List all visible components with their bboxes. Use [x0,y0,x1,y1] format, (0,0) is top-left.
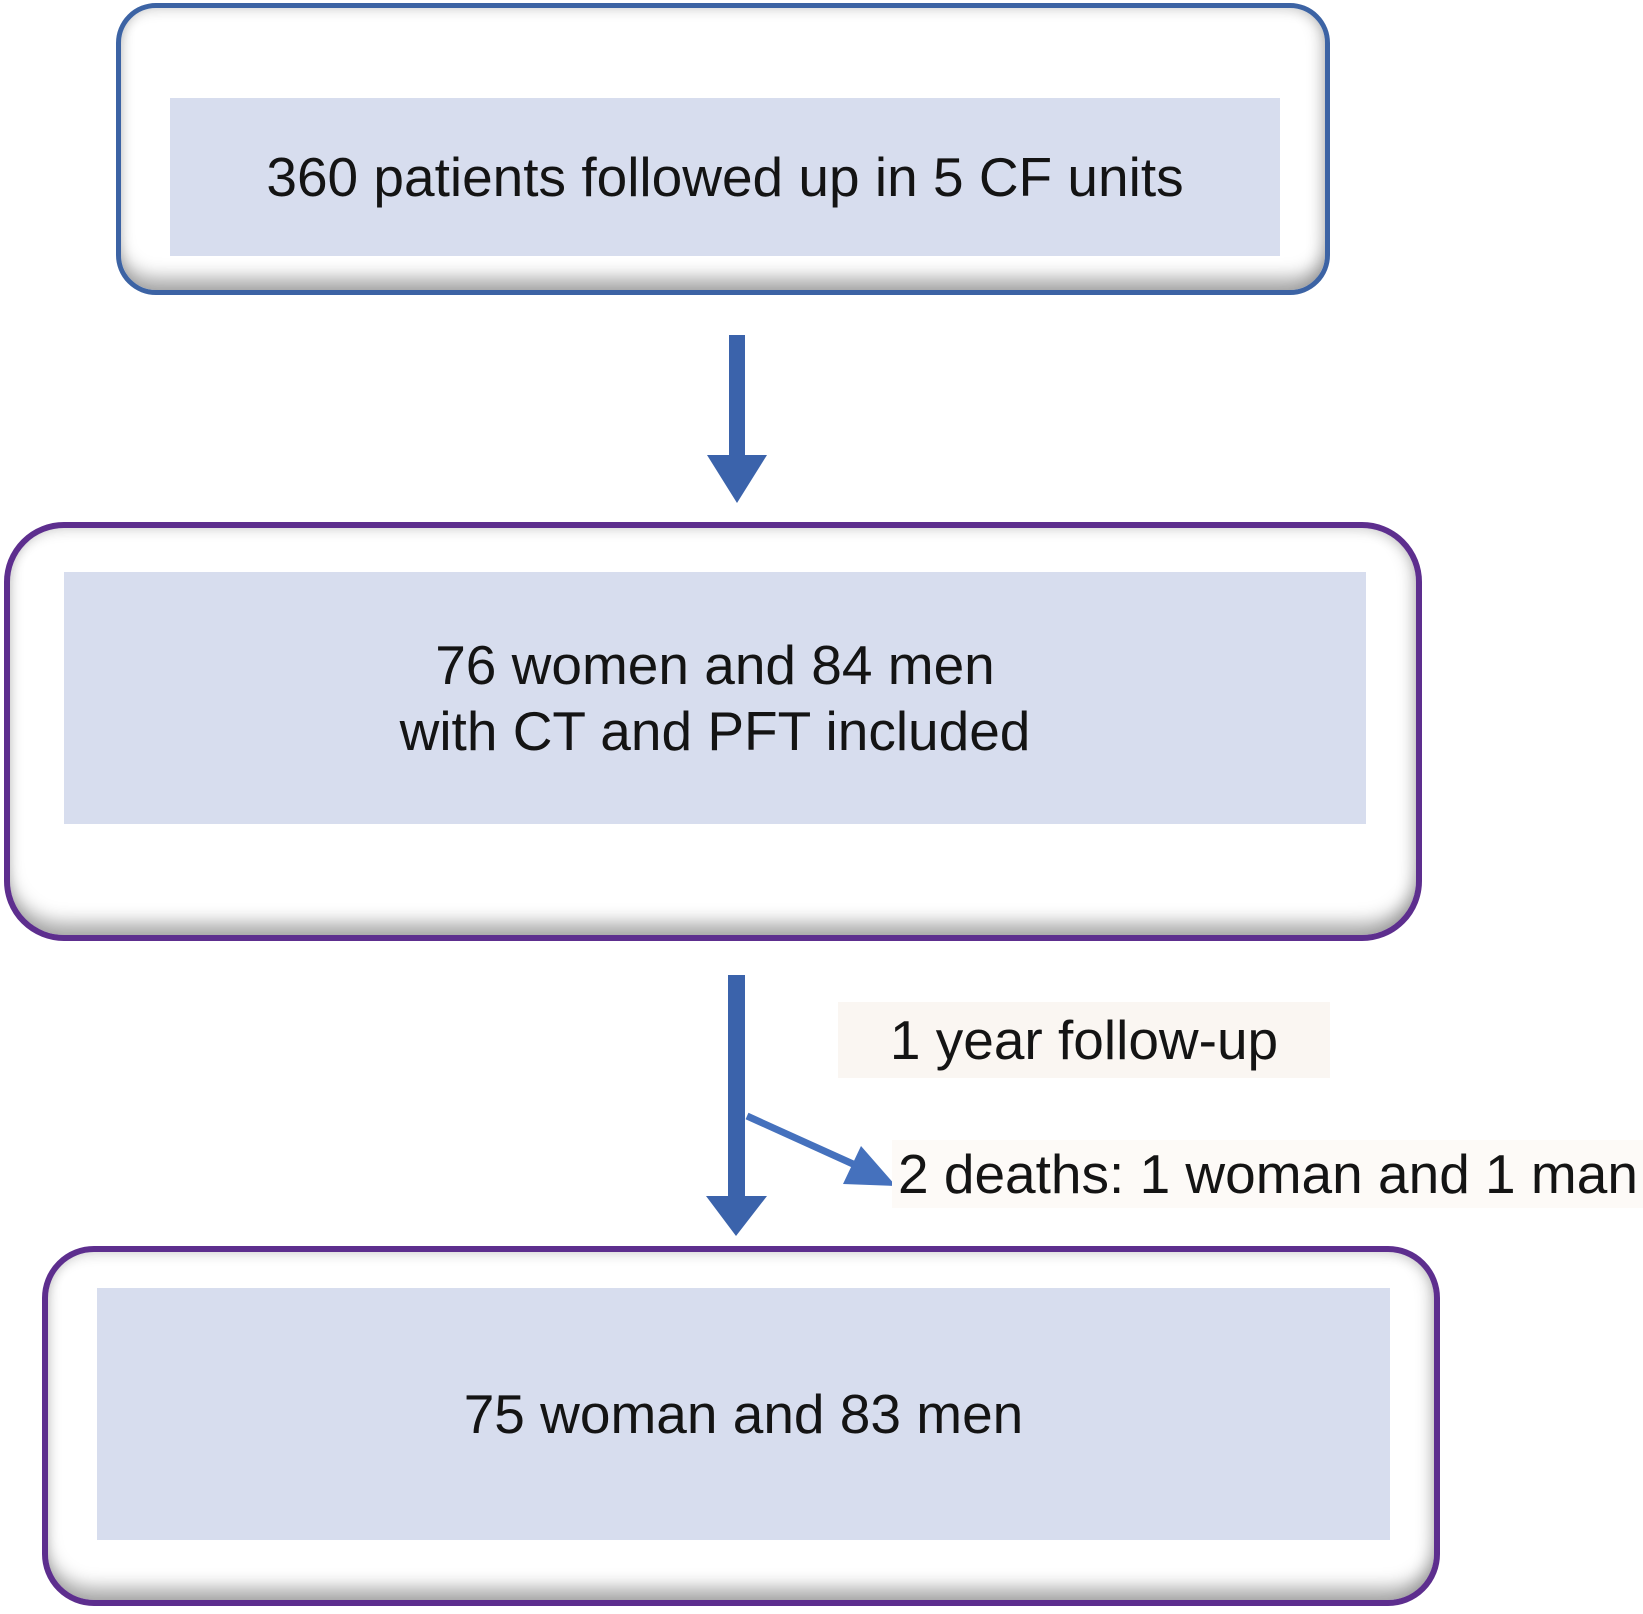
flow-box-included-text-line2: with CT and PFT included [399,700,1031,762]
down-arrow-1-head [707,455,767,503]
branch-arrow-line [745,1112,855,1168]
down-arrow-2-shaft [728,975,745,1198]
flow-box-patients-total-fill: 360 patients followed up in 5 CF units [170,98,1280,256]
deaths-annotation: 2 deaths: 1 woman and 1 man [892,1140,1643,1208]
down-arrow-2-head [706,1196,767,1236]
flow-box-included-text-line1: 76 women and 84 men [435,634,995,696]
flow-box-included: 76 women and 84 men with CT and PFT incl… [4,522,1422,941]
flow-box-after-followup: 75 woman and 83 men [42,1246,1440,1606]
flow-box-patients-total-text: 360 patients followed up in 5 CF units [266,146,1184,208]
followup-annotation: 1 year follow-up [838,1002,1330,1078]
branch-arrow-head [843,1146,896,1186]
flow-box-after-followup-fill: 75 woman and 83 men [97,1288,1390,1540]
flow-box-patients-total: 360 patients followed up in 5 CF units [116,3,1330,295]
flow-box-included-fill: 76 women and 84 men with CT and PFT incl… [64,572,1366,824]
flow-box-after-followup-text: 75 woman and 83 men [463,1383,1024,1445]
down-arrow-1-shaft [729,335,745,459]
